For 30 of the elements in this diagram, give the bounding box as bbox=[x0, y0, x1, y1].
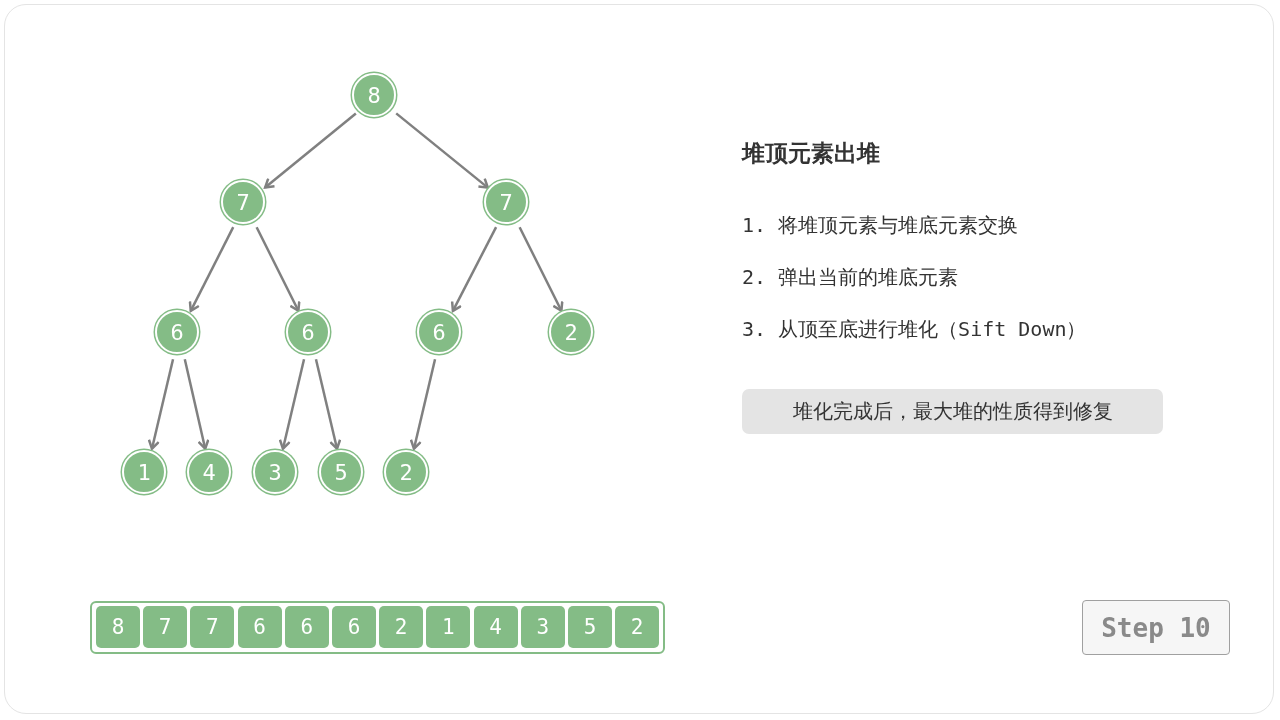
step-text: 1. 将堆顶元素与堆底元素交换 bbox=[742, 212, 1019, 239]
note-box: 堆化完成后，最大堆的性质得到修复 bbox=[742, 389, 1163, 434]
arrow bbox=[409, 359, 437, 450]
array-cell: 3 bbox=[520, 606, 565, 648]
array-cell: 7 bbox=[190, 606, 235, 648]
array-cell: 1 bbox=[426, 606, 471, 648]
array-cell: 5 bbox=[568, 606, 612, 648]
array-cell: 2 bbox=[379, 606, 424, 648]
arrow bbox=[147, 359, 175, 450]
array-cell: 7 bbox=[143, 606, 188, 648]
arrow bbox=[278, 359, 306, 450]
step-box: Step 10 bbox=[1082, 600, 1230, 655]
arrow bbox=[183, 359, 210, 450]
arrow bbox=[395, 112, 490, 189]
array-cell: 2 bbox=[615, 606, 660, 648]
array-cell: 8 bbox=[96, 606, 140, 648]
step-text: 2. 弹出当前的堆底元素 bbox=[742, 264, 959, 291]
arrow bbox=[255, 226, 301, 312]
array-cell: 6 bbox=[237, 606, 282, 648]
arrow bbox=[450, 226, 498, 313]
array-box bbox=[90, 601, 665, 654]
arrow bbox=[314, 359, 342, 450]
arrow bbox=[518, 226, 564, 312]
arrow bbox=[263, 112, 357, 189]
array-cell: 6 bbox=[284, 606, 329, 648]
heading: 堆顶元素出堆 bbox=[742, 139, 880, 168]
arrow bbox=[188, 226, 235, 313]
step-text: 3. 从顶至底进行堆化（Sift Down） bbox=[742, 316, 1087, 343]
array-cell: 4 bbox=[473, 606, 518, 648]
array-cell: 6 bbox=[332, 606, 376, 648]
